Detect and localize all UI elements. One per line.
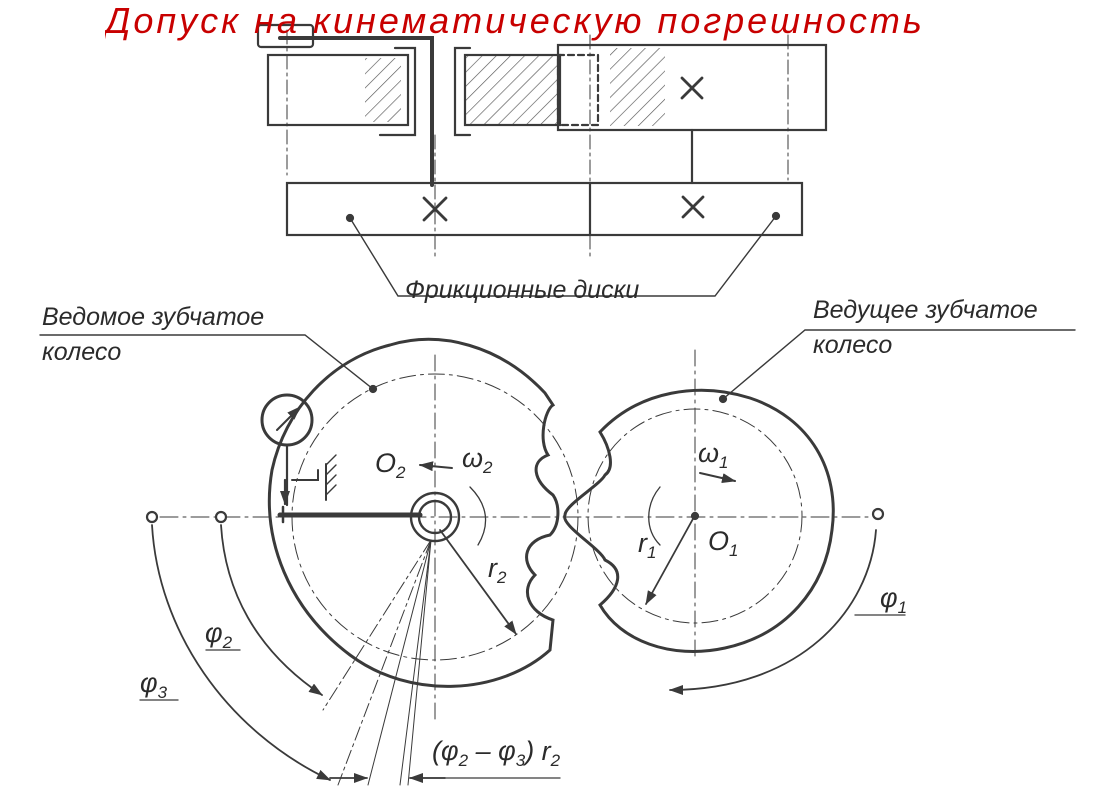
- label-phi1: φ1: [880, 583, 908, 617]
- phi3-arc: [151, 524, 331, 781]
- label-phi3: φ3: [140, 668, 168, 702]
- friction-leader: [349, 215, 777, 297]
- right-inner-dashed: [556, 53, 600, 127]
- phi2-arc: [220, 524, 323, 696]
- indicator-rod: [278, 36, 434, 187]
- r2-arrow: [439, 529, 517, 635]
- driving-gear-label-line1: Ведущее зубчатое: [813, 296, 1038, 324]
- page-title: Допуск на кинематическую погрешность: [105, 0, 925, 41]
- cross-left-bar: [422, 196, 448, 222]
- dial-indicator-needle: [276, 406, 301, 431]
- centre-line-end-right: [871, 507, 885, 521]
- middle-bracket: [453, 46, 472, 137]
- centre-line-end-left: [145, 510, 159, 524]
- ground-hatch: [325, 454, 337, 496]
- radial-line-b: [399, 539, 432, 786]
- driving-gear-outline: [563, 388, 835, 653]
- radial-phi2: [322, 539, 432, 711]
- left-bracket: [378, 46, 417, 137]
- omega1-arc: [648, 486, 661, 546]
- label-o1: O1: [708, 526, 739, 560]
- radial-phi3: [337, 539, 432, 786]
- label-r1: r1: [638, 528, 657, 562]
- omega1-arrow: [699, 472, 736, 483]
- right-hatch: [610, 48, 665, 126]
- driven-label-leader: [39, 334, 374, 390]
- indicator-mount: [291, 463, 327, 501]
- label-phi2: φ2: [205, 618, 233, 652]
- label-omega1: ω1: [698, 438, 729, 472]
- cross-right-block: [680, 76, 704, 100]
- driving-gear: [563, 388, 835, 653]
- friction-discs-label: Фрикционные диски: [405, 276, 640, 304]
- left-housing-block: [266, 53, 410, 127]
- driving-gear-label-line2: колесо: [813, 331, 893, 359]
- omega2-arrow: [419, 461, 453, 472]
- omega2-arc: [469, 486, 487, 546]
- label-omega2: ω2: [462, 443, 493, 477]
- cross-right-bar: [681, 195, 705, 219]
- r1-arrow: [645, 516, 695, 605]
- friction-disc-bar: [285, 181, 804, 237]
- driven-gear-label-line1: Ведомое зубчатое: [42, 303, 265, 331]
- driving-label-leader: [722, 329, 1076, 400]
- radial-line-c: [407, 539, 432, 786]
- label-o2: O2: [375, 448, 406, 482]
- middle-hatched-block: [463, 53, 562, 127]
- driven-gear-label-line2: колесо: [42, 338, 122, 366]
- dial-indicator: [260, 393, 423, 524]
- driven-gear-outline: [267, 338, 560, 688]
- friction-assembly: [256, 23, 828, 297]
- label-r2: r2: [488, 553, 507, 587]
- left-hatch: [365, 58, 401, 122]
- phi1-arc: [669, 529, 877, 695]
- centre-line-point-left: [214, 510, 228, 524]
- label-difference-formula: (φ2 – φ3) r2: [432, 736, 561, 770]
- radial-line-a: [367, 539, 432, 786]
